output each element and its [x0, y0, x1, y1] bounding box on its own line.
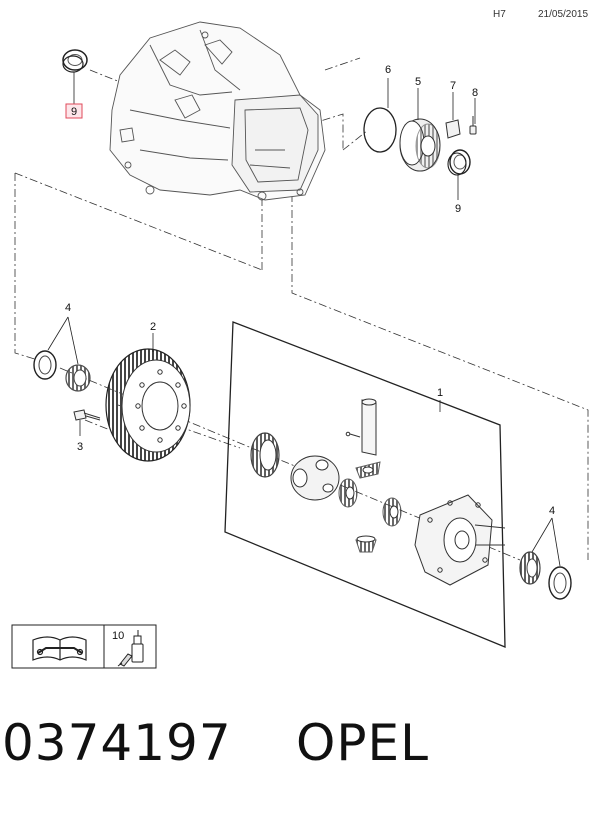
differential-carrier-sphere — [290, 455, 340, 501]
pinion-gear-top — [355, 461, 381, 479]
differential-bearing-housing-5 — [399, 118, 441, 172]
callout-4-left: 4 — [65, 302, 71, 314]
leader-line — [551, 517, 561, 567]
leader-line — [531, 517, 553, 553]
seal-ring-top — [62, 49, 88, 73]
diagram-date: 21/05/2015 — [538, 9, 589, 20]
callout-1: 1 — [437, 387, 443, 399]
o-ring-6 — [363, 107, 397, 153]
thrust-ring — [250, 432, 280, 478]
tapered-bearing-left — [65, 364, 91, 392]
pinion-gear-bottom — [355, 535, 377, 553]
brand-name: OPEL — [296, 714, 429, 772]
callout-5: 5 — [415, 76, 421, 88]
diagram-code: H7 — [493, 9, 506, 20]
manual-wrench-icon — [32, 636, 87, 661]
side-gear-right — [382, 497, 402, 527]
differential-case — [414, 494, 506, 586]
part-number: 0374197 — [2, 714, 232, 772]
bolt-3 — [73, 409, 101, 421]
leader-line — [47, 316, 69, 351]
tapered-bearing-right — [519, 551, 541, 585]
bracket-7 — [445, 119, 461, 139]
bearing-cup-left — [33, 350, 57, 380]
callout-9-highlighted[interactable]: 9 — [71, 106, 77, 118]
exploded-parts-diagram: 9 6 5 7 8 9 4 — [11, 21, 589, 669]
callout-8: 8 — [472, 87, 478, 99]
bolt-8 — [469, 116, 477, 135]
callout-3: 3 — [77, 441, 83, 453]
seal-ring-9-right — [447, 149, 471, 176]
side-gear-left — [338, 478, 358, 508]
callout-2: 2 — [150, 321, 156, 333]
callout-10: 10 — [112, 630, 124, 642]
bearing-cup-right — [548, 566, 572, 600]
transmission-housing — [109, 21, 326, 201]
differential-kit-frame — [224, 321, 506, 648]
leader-line — [67, 316, 79, 365]
ring-gear-2 — [105, 348, 191, 462]
oil-bottle-icon — [117, 630, 144, 667]
callout-6: 6 — [385, 64, 391, 76]
callout-4-right: 4 — [549, 505, 555, 517]
highlighted-callout-box[interactable] — [65, 103, 83, 119]
pinion-shaft — [345, 398, 377, 456]
callout-9: 9 — [455, 203, 461, 215]
callout-7: 7 — [450, 80, 456, 92]
